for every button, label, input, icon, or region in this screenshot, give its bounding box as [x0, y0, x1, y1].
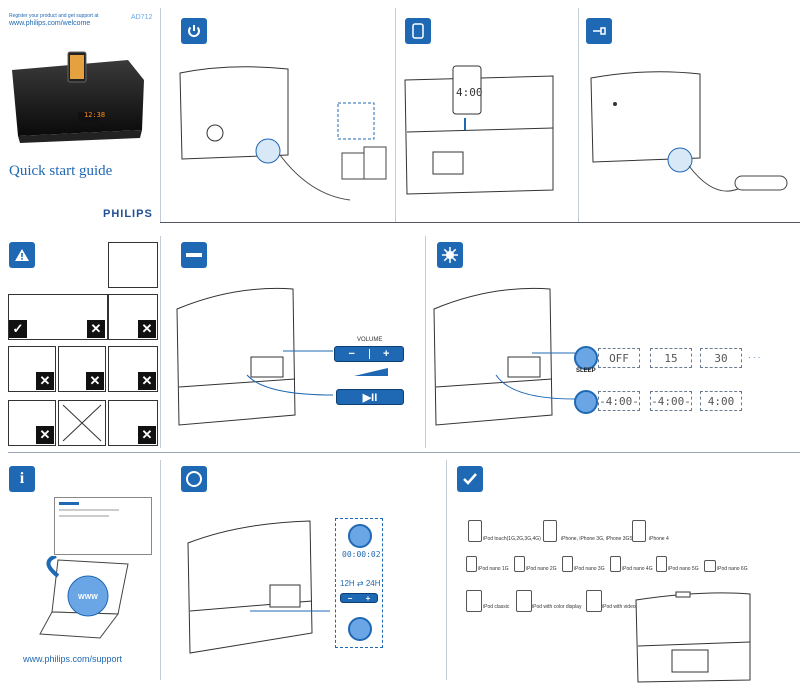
flash-time-1: -4:00- [598, 391, 640, 411]
device-label: iPod nano 5G [668, 566, 699, 572]
device-label: iPhone, iPhone 3G, iPhone 3GS [561, 536, 633, 542]
volume-illustration [176, 287, 334, 426]
sleep-illustration [433, 287, 576, 426]
power-icon [181, 18, 207, 44]
ipod-touch-icon [468, 520, 482, 542]
gear-icon [437, 242, 463, 268]
website-screenshot [54, 497, 152, 555]
aux-illustration [590, 71, 788, 192]
power-illustration [179, 66, 387, 201]
register-text: Register your product and get support at [9, 13, 99, 19]
ipod-video-icon [586, 590, 602, 612]
support-url[interactable]: www.philips.com/support [23, 654, 123, 664]
forbidden-mark: ✕ [87, 320, 105, 338]
device-label: iPod with video [602, 604, 636, 610]
ipod-color-icon [516, 590, 532, 612]
flash-time-2: -4:00- [650, 391, 692, 411]
forbidden-mark: ✕ [138, 426, 156, 444]
circle-icon [181, 466, 207, 492]
globe-label: WWW [78, 594, 98, 601]
aux-cable-icon [586, 18, 612, 44]
forbidden-mark: ✕ [36, 372, 54, 390]
format-toggle: 12H ⇄ 24H [340, 579, 381, 588]
warning-sun [108, 346, 158, 392]
sleep-step-15: 15 [650, 348, 692, 368]
sleep-step-30: 30 [700, 348, 742, 368]
warning-reading [108, 242, 158, 288]
sleep-step-off: OFF [598, 348, 640, 368]
alarm-button[interactable] [574, 390, 598, 414]
forbidden-mark: ✕ [138, 372, 156, 390]
clock-illustration [187, 520, 330, 654]
dock-phone-time: 4:00 [456, 86, 483, 99]
device-label: iPhone 4 [649, 536, 669, 542]
sleep-ellipsis: · · · [748, 353, 761, 362]
model-number: AD712 [131, 14, 153, 21]
device-label: iPod nano 2G [526, 566, 557, 572]
warning-bin [58, 400, 106, 446]
ipod-nano-icon [514, 556, 525, 572]
volume-control[interactable]: − + [334, 346, 404, 362]
product-photo: 12:38 [8, 50, 148, 146]
forbidden-mark: ✕ [36, 426, 54, 444]
device-label: iPod nano 1G [478, 566, 509, 572]
speaker-dock-illustration [635, 591, 751, 683]
clock-adjust[interactable]: − + [340, 593, 378, 603]
dock-illustration [404, 65, 554, 195]
device-label: iPod with color display [532, 604, 582, 610]
minus-icon [181, 242, 207, 268]
iphone4-icon [632, 520, 646, 542]
info-icon: i [9, 466, 35, 492]
device-label: iPod nano 4G [622, 566, 653, 572]
clock-plus-button[interactable]: + [365, 593, 371, 603]
volume-down-button[interactable]: − [348, 348, 355, 360]
device-display-time: 12:38 [84, 111, 106, 119]
ipod-nano-icon [656, 556, 667, 572]
ipod-nano-icon [466, 556, 477, 572]
forbidden-mark: ✕ [86, 372, 104, 390]
warning-icon [9, 242, 35, 268]
iphone-icon [405, 18, 431, 44]
volume-up-button[interactable]: + [383, 348, 390, 360]
laptop-illustration [39, 556, 129, 639]
device-label: iPod touch(1G,2G,3G,4G) [483, 536, 541, 542]
welcome-url[interactable]: www.philips.com/welcome [9, 20, 91, 27]
device-label: iPod nano 6G [717, 566, 748, 572]
flash-time-3: 4:00 [700, 391, 742, 411]
ipod-nano-icon [704, 560, 716, 572]
hold-button[interactable] [348, 524, 372, 548]
guide-title: Quick start guide [9, 163, 113, 179]
sleep-button[interactable] [574, 346, 598, 370]
ipod-nano-icon [610, 556, 621, 572]
device-label: iPod classic [483, 604, 510, 610]
volume-ramp [346, 364, 394, 376]
allowed-mark: ✓ [9, 320, 27, 338]
ipod-nano-icon [562, 556, 573, 572]
check-icon [457, 466, 483, 492]
play-pause-button[interactable]: ▶II [336, 389, 404, 405]
device-label: iPod nano 3G [574, 566, 605, 572]
clock-minus-button[interactable]: − [347, 593, 353, 603]
clock-steps-box [335, 518, 383, 648]
iphone-icon [543, 520, 557, 542]
sleep-label: SLEEP [576, 368, 596, 374]
volume-label: VOLUME [357, 337, 383, 343]
brand-logo: PHILIPS [103, 208, 153, 220]
hold-timer: 00:00:02 [342, 550, 381, 559]
forbidden-mark: ✕ [138, 320, 156, 338]
ipod-classic-icon [466, 590, 482, 612]
confirm-button[interactable] [348, 617, 372, 641]
